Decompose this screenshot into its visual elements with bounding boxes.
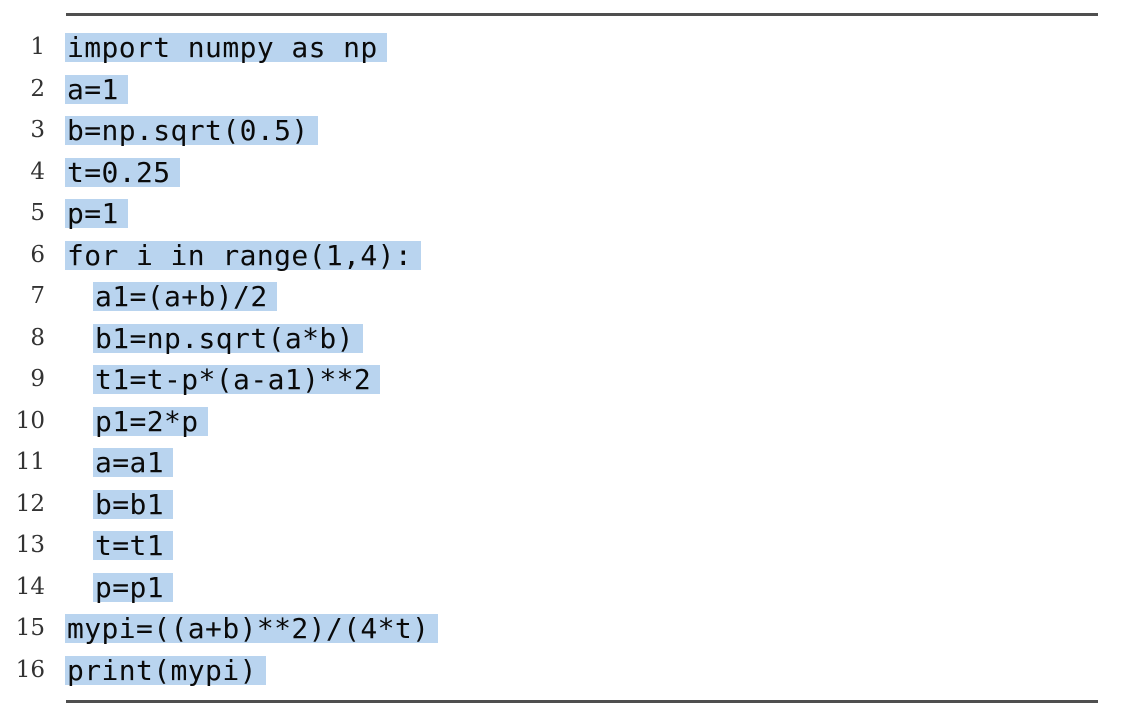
code-text: print(mypi) [65,655,266,685]
code-text: b1=np.sqrt(a*b) [93,323,363,353]
line-number: 10 [15,407,45,434]
line-number: 4 [30,158,45,185]
code-line: 1 import numpy as np [0,27,1122,69]
code-text: for i in range(1,4): [65,240,422,270]
line-number: 5 [30,200,45,226]
line-number: 6 [30,241,45,268]
code-line: 8 b1=np.sqrt(a*b) [0,318,1122,360]
line-number: 2 [30,75,45,102]
code-line: 16 print(mypi) [0,650,1122,692]
bottom-rule [66,700,1098,703]
code-line: 14 p=p1 [0,567,1122,609]
code-line: 7 a1=(a+b)/2 [0,276,1122,318]
line-number: 13 [15,532,45,558]
code-line: 4 t=0.25 [0,152,1122,194]
line-number: 1 [30,34,45,60]
code-line: 6 for i in range(1,4): [0,235,1122,277]
code-text: p1=2*p [93,406,208,436]
code-line: 10 p1=2*p [0,401,1122,443]
code-line: 9 t1=t-p*(a-a1)**2 [0,359,1122,401]
line-number: 11 [15,449,45,475]
code-line: 11 a=a1 [0,442,1122,484]
line-number: 15 [15,615,45,641]
code-line: 15 mypi=((a+b)**2)/(4*t) [0,608,1122,650]
line-number: 14 [15,573,45,600]
code-text: b=b1 [93,489,174,519]
code-line: 5 p=1 [0,193,1122,235]
code-text: a=1 [65,74,128,104]
code-text: p=p1 [93,572,174,602]
line-number: 12 [15,490,45,517]
line-number: 16 [15,656,45,683]
line-number: 3 [30,117,45,143]
code-text: t1=t-p*(a-a1)**2 [93,365,381,395]
code-text: b=np.sqrt(0.5) [65,116,318,146]
code-line: 2 a=1 [0,69,1122,111]
code-text: a=a1 [93,448,174,478]
code-listing: 1 import numpy as np 2 a=1 3 b=np.sqrt(0… [0,27,1122,691]
code-line: 13 t=t1 [0,525,1122,567]
code-text: p=1 [65,199,128,229]
line-number: 7 [30,283,45,309]
line-number: 8 [30,324,45,351]
line-number: 9 [30,366,45,392]
code-line: 12 b=b1 [0,484,1122,526]
code-text: t=t1 [93,531,174,561]
code-text: t=0.25 [65,157,180,187]
code-text: import numpy as np [65,33,387,63]
top-rule [66,13,1098,16]
code-text: mypi=((a+b)**2)/(4*t) [65,614,439,644]
code-line: 3 b=np.sqrt(0.5) [0,110,1122,152]
code-text: a1=(a+b)/2 [93,282,277,312]
